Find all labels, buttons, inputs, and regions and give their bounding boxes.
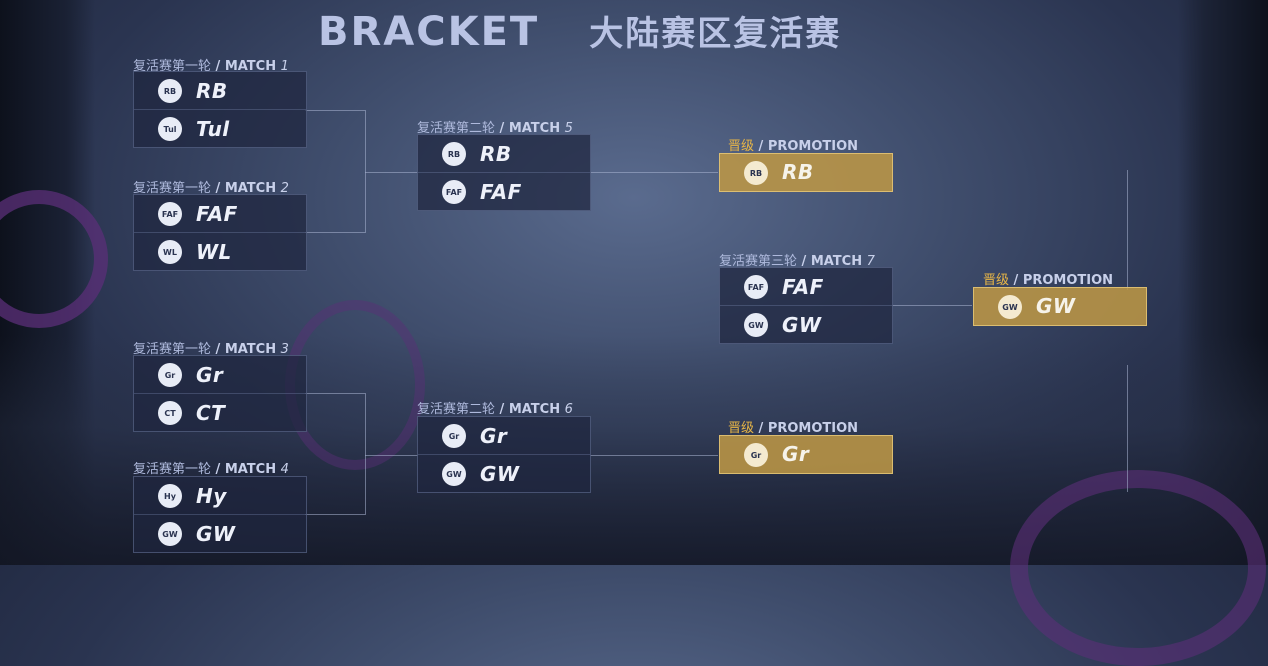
promotion-en: / PROMOTION [1014,273,1114,288]
stage-label: 复活赛第一轮 [133,462,211,477]
connector [305,393,365,394]
connector [590,455,718,456]
title-sub: 大陆赛区复活赛 [589,14,841,54]
promotion-cn: 晋级 [728,421,754,436]
connector [892,305,972,306]
match-4-label: 复活赛第一轮 / MATCH 4 [133,458,289,477]
connector [1127,365,1128,492]
match-6-label: 复活赛第二轮 / MATCH 6 [417,398,573,417]
connector [305,110,365,111]
promotion-1-label: 晋级 / PROMOTION [728,135,858,154]
team-name: Gr [134,363,306,387]
team-name: FAF [418,180,590,204]
promotion-3-label: 晋级 / PROMOTION [983,269,1113,288]
connector [305,514,365,515]
connector [305,232,365,233]
team-name: RB [134,79,306,103]
team-name: WL [134,240,306,264]
promotion-2-label: 晋级 / PROMOTION [728,417,858,436]
promotion-cn: 晋级 [728,139,754,154]
team-name: GW [720,313,892,337]
team-name: Gr [720,442,892,466]
team-name: RB [720,160,892,184]
match-prefix: / MATCH [216,462,277,477]
promotion-cn: 晋级 [983,273,1009,288]
team-name: FAF [134,202,306,226]
tentacle-decoration [1010,470,1266,666]
team-name: CT [134,401,306,425]
connector [365,172,418,173]
match-prefix: / MATCH [500,402,561,417]
title-main: BRACKET [318,9,539,55]
connector [365,455,418,456]
team-name: FAF [720,275,892,299]
connector [365,393,366,515]
team-name: Hy [134,484,306,508]
team-name: RB [418,142,590,166]
stage-label: 复活赛第二轮 [417,402,495,417]
promotion-en: / PROMOTION [759,421,859,436]
match-number: 4 [281,462,289,477]
connector [1127,170,1128,290]
match-number: 6 [565,402,573,417]
team-name: GW [418,462,590,486]
team-name: Tul [134,117,306,141]
page-title: BRACKET 大陆赛区复活赛 [318,6,841,55]
connector [590,172,718,173]
team-name: Gr [418,424,590,448]
team-name: GW [974,294,1146,318]
promotion-en: / PROMOTION [759,139,859,154]
team-name: GW [134,522,306,546]
